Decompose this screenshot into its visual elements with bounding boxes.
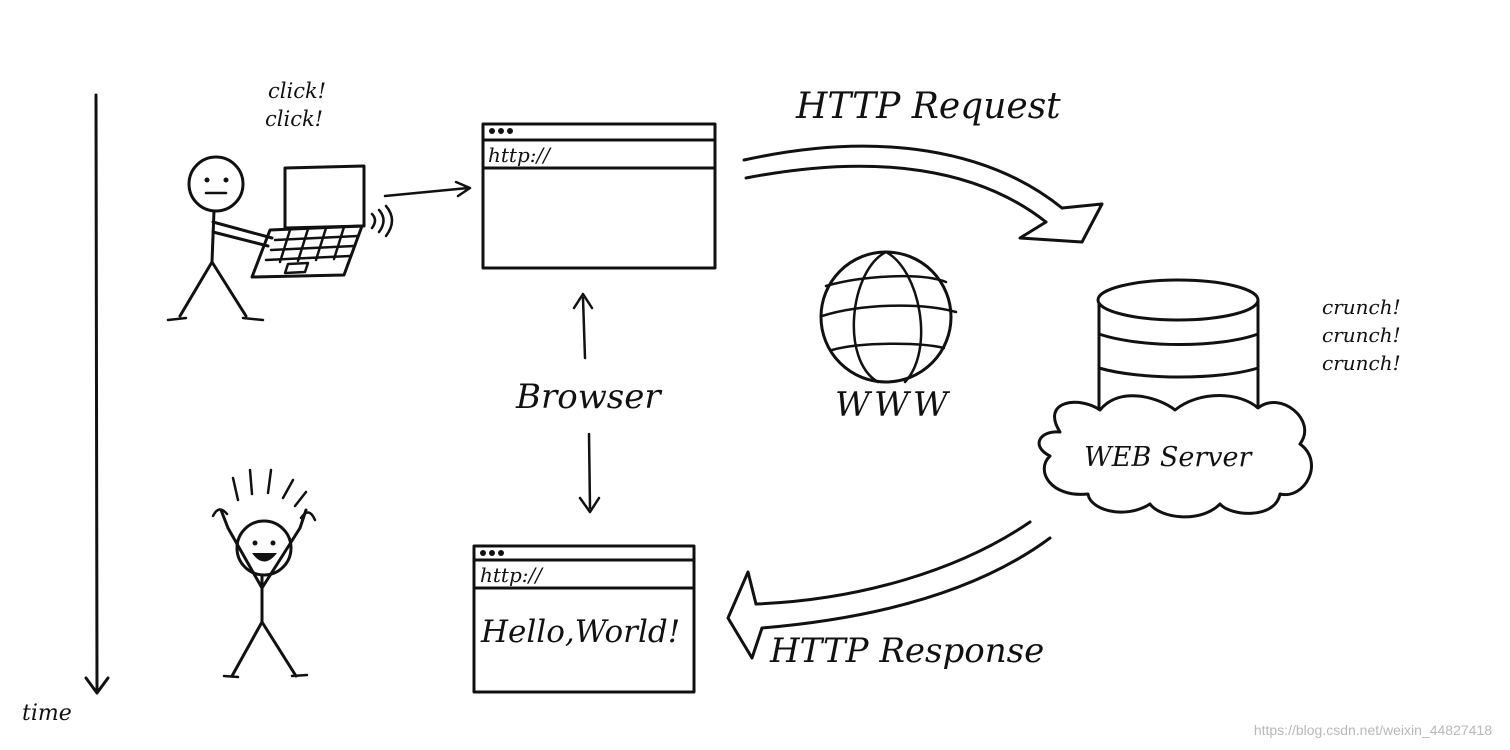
browser-window-top: http://	[481, 122, 717, 270]
url-bar-bottom: http://	[480, 563, 544, 587]
browser-label: Browser	[515, 377, 662, 417]
cloud-shape	[1037, 394, 1313, 519]
http-request-arrow	[742, 144, 1104, 244]
globe-icon	[819, 250, 958, 384]
click-label-1: click!	[268, 79, 326, 103]
crunch-label-3: crunch!	[1322, 351, 1401, 375]
browser-window-bottom: http:// Hello,World!	[472, 544, 696, 694]
crunch-label-1: crunch!	[1322, 295, 1401, 319]
url-bar-top: http://	[488, 143, 552, 167]
happy-user-figure	[211, 468, 317, 679]
watermark-text: https://blog.csdn.net/weixin_44827418	[1253, 722, 1492, 738]
www-label: WWW	[835, 385, 952, 425]
http-response-arrow	[726, 520, 1052, 660]
click-label-2: click!	[265, 107, 323, 131]
hello-world-text: Hello,World!	[480, 614, 680, 650]
time-axis: time	[22, 93, 110, 726]
arrow-to-browser	[383, 180, 472, 198]
time-label: time	[22, 701, 72, 726]
browser-arrows	[572, 292, 601, 514]
http-request-label: HTTP Request	[795, 86, 1061, 127]
web-server-label: WEB Server	[1084, 442, 1253, 473]
user-with-laptop-figure	[166, 155, 394, 322]
crunch-label-2: crunch!	[1322, 323, 1401, 347]
http-response-label: HTTP Response	[769, 631, 1044, 671]
